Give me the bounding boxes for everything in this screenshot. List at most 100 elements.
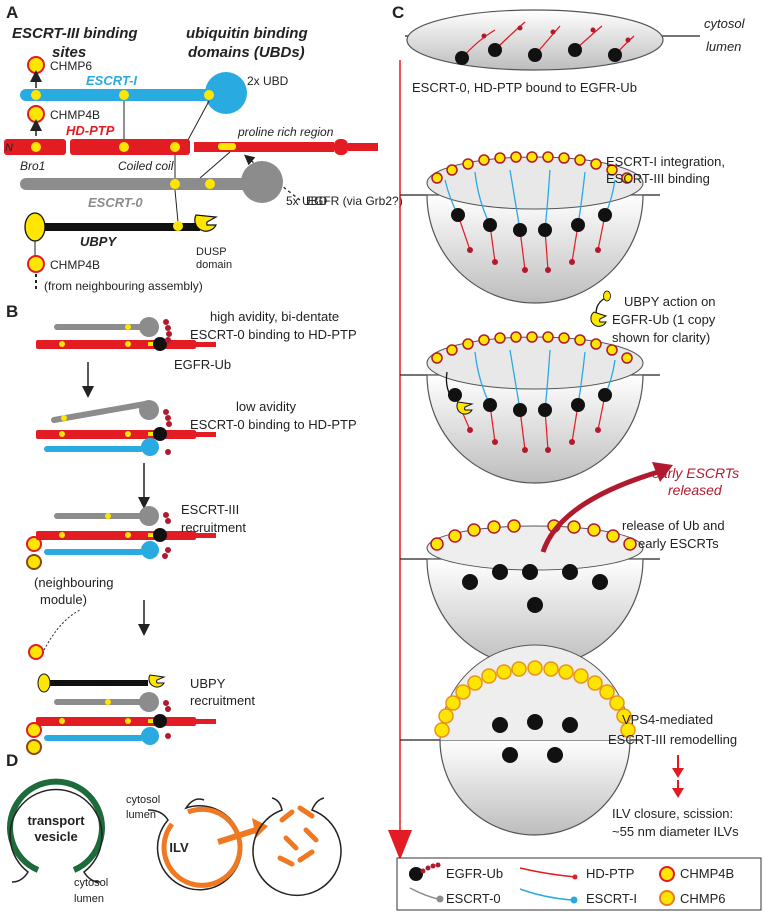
b-step3-line1: ESCRT-III bbox=[181, 502, 239, 517]
b-step1-line2: ESCRT-0 binding to HD-PTP bbox=[190, 327, 357, 342]
c-stage5-line1: VPS4-mediated bbox=[622, 712, 713, 727]
c2-chmp-ring bbox=[431, 151, 633, 184]
c-lumen-label: lumen bbox=[706, 39, 741, 54]
legend-hdptp-label: HD-PTP bbox=[586, 866, 634, 881]
legend-box bbox=[396, 857, 762, 911]
chmp4b-bottom-label: CHMP4B bbox=[50, 258, 100, 272]
transport-vesicle-line2: vesicle bbox=[34, 829, 77, 844]
escrt1-label: ESCRT-I bbox=[86, 73, 137, 88]
bro1-label: Bro1 bbox=[20, 159, 45, 173]
panel-label-c: C bbox=[392, 3, 404, 22]
c5-red-arrowhead-1 bbox=[672, 768, 684, 778]
panel-label-d: D bbox=[6, 751, 18, 770]
ilv-escrt3-coat bbox=[161, 806, 243, 888]
ubd-2x-label: 2x UBD bbox=[247, 74, 289, 88]
legend-hdptp-dot bbox=[572, 874, 578, 880]
c-stage6-line2: ~55 nm diameter ILVs bbox=[612, 824, 739, 839]
hdptp-site-cc2 bbox=[170, 142, 180, 152]
c3-bowl bbox=[426, 374, 644, 484]
c-stage4-line2: early ESCRTs bbox=[638, 536, 719, 551]
ilv-membrane bbox=[147, 798, 243, 891]
escrt0-label: ESCRT-0 bbox=[88, 195, 143, 210]
c4-ub-dots bbox=[462, 564, 608, 613]
b-step1-complex bbox=[36, 317, 216, 351]
escrt1-ubd-link bbox=[187, 100, 210, 141]
ubpy-bar bbox=[40, 223, 200, 231]
b-neighbour-line1: (neighbouring bbox=[34, 575, 114, 590]
escrt3-sites-heading-line2: sites bbox=[52, 44, 86, 61]
c3-chmp-ring bbox=[431, 331, 633, 364]
b-neighbour-line2: module) bbox=[40, 592, 87, 607]
c5-ub-dots bbox=[492, 714, 578, 763]
chmp4b-top-label: CHMP4B bbox=[50, 108, 100, 122]
neighbour-label: (from neighbouring assembly) bbox=[44, 279, 203, 293]
legend-escrt0-line bbox=[409, 887, 439, 900]
coiled-coil-label: Coiled coil bbox=[118, 159, 174, 173]
b-step2-complex bbox=[36, 400, 216, 456]
c-stage6-line1: ILV closure, scission: bbox=[612, 806, 733, 821]
d-cytosol-label-a: cytosol bbox=[74, 877, 108, 889]
c4-release-arrow bbox=[540, 467, 666, 553]
c5-bowl bbox=[439, 739, 631, 836]
dusp-domain-shape bbox=[194, 214, 218, 232]
c-stage3-line1: UBPY action on bbox=[624, 294, 716, 309]
hdptp-proline-region bbox=[194, 142, 334, 152]
d-disassembled-coat bbox=[277, 805, 319, 867]
b-step4-complex bbox=[26, 609, 216, 755]
chmp6-label: CHMP6 bbox=[50, 59, 92, 73]
c3-ubpy-floating bbox=[590, 290, 611, 327]
c-stage2-line2: ESCRT-III binding bbox=[606, 171, 710, 186]
escrt3-sites-heading-line1: ESCRT-III binding bbox=[12, 25, 138, 42]
escrt0-site-1 bbox=[170, 179, 180, 189]
ubpy-label: UBPY bbox=[80, 234, 117, 249]
hdptp-proline-motif bbox=[218, 143, 236, 150]
legend-escrt1-dot bbox=[570, 896, 578, 904]
legend-escrt0-dot bbox=[436, 895, 444, 903]
d-after-membrane bbox=[252, 797, 342, 897]
n-terminus-label: N bbox=[5, 142, 13, 154]
escrt0-ubpy-link bbox=[174, 189, 179, 223]
dusp-label-line1: DUSP bbox=[196, 246, 227, 258]
c-stage2-line1: ESCRT-I integration, bbox=[606, 154, 725, 169]
c4-release-arrowhead bbox=[652, 462, 673, 482]
transport-vesicle-line1: transport bbox=[27, 813, 85, 828]
hdptp-label: HD-PTP bbox=[66, 123, 115, 138]
c-cytosol-label: cytosol bbox=[704, 16, 746, 31]
transport-vesicle-coat bbox=[7, 778, 105, 873]
legend-chmp6-label: CHMP6 bbox=[680, 891, 726, 906]
chmp6-circle bbox=[27, 56, 45, 74]
c-stage4-line1: release of Ub and bbox=[622, 518, 725, 533]
b-step2-line2: ESCRT-0 binding to HD-PTP bbox=[190, 417, 357, 432]
b-step4-line1: UBPY bbox=[190, 676, 226, 691]
dusp-label-line2: domain bbox=[196, 259, 232, 271]
b-step4-line2: recruitment bbox=[190, 693, 255, 708]
b-step3-line2: recruitment bbox=[181, 520, 246, 535]
legend-escrt1-line bbox=[519, 888, 573, 901]
c-early-line1: early ESCRTs bbox=[652, 465, 739, 481]
ubd-heading-line2: domains (UBDs) bbox=[188, 44, 305, 61]
escrt1-ubd-domain bbox=[205, 72, 247, 114]
chmp4b-circle-bottom bbox=[27, 255, 45, 273]
b-step1-line1: high avidity, bi-dentate bbox=[210, 309, 339, 324]
hdptp-coiled-domain bbox=[70, 139, 190, 155]
ubpy-n-domain bbox=[24, 212, 46, 242]
c5-red-arrowhead-2 bbox=[672, 788, 684, 798]
escrt0-site-2 bbox=[205, 179, 215, 189]
legend-chmp6-icon bbox=[659, 890, 675, 906]
d-lumen-label-a: lumen bbox=[74, 893, 104, 905]
proline-escrt0-link bbox=[199, 151, 231, 179]
ubd-5x-label: 5x UBD bbox=[286, 194, 328, 208]
hdptp-site-bro1 bbox=[31, 142, 41, 152]
ubpy-site bbox=[173, 221, 183, 231]
legend-hdptp-line bbox=[519, 867, 576, 878]
b-step2-line1: low avidity bbox=[236, 399, 296, 414]
escrt0-ubd-domain bbox=[241, 161, 283, 203]
c2-bowl bbox=[426, 194, 644, 304]
c2-complexes bbox=[444, 169, 616, 273]
legend-egfr-icon bbox=[409, 862, 441, 881]
escrt1-site-2 bbox=[119, 90, 129, 100]
c5-chmp-ring bbox=[434, 660, 636, 738]
c-stage3-line2: EGFR-Ub (1 copy bbox=[612, 312, 716, 327]
proline-label: proline rich region bbox=[237, 125, 334, 139]
